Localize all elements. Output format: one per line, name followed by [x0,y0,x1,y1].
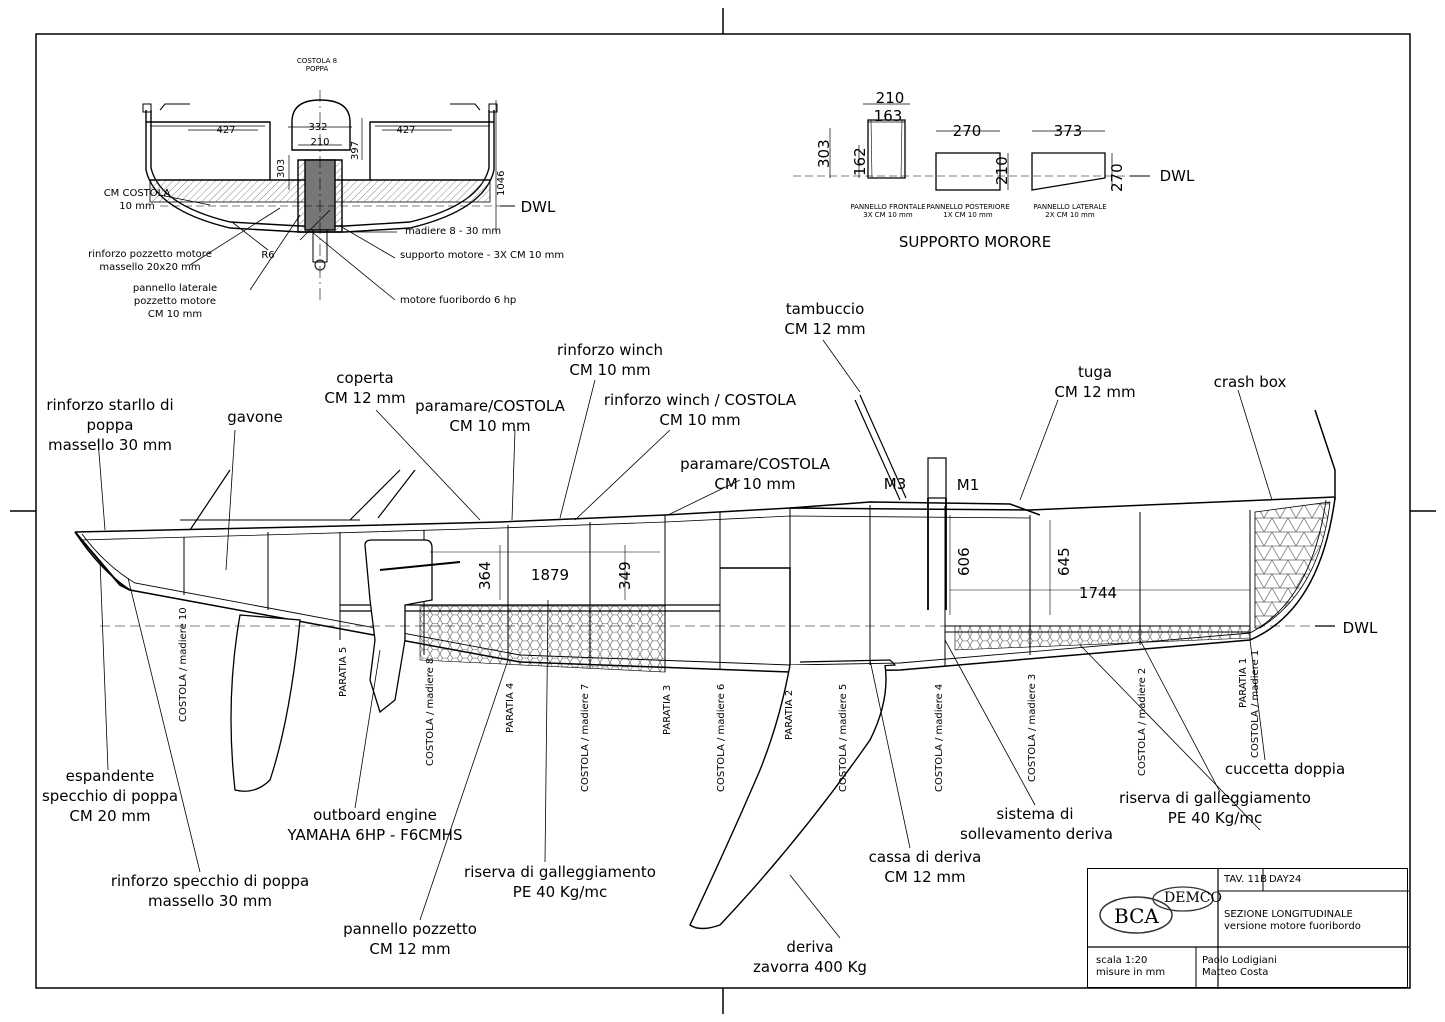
label-paramare-1: paramare/COSTOLA CM 10 mm [415,397,565,435]
main-m1: M1 [956,476,980,494]
dim-397: 397 [350,140,361,160]
main-dim-1744: 1744 [1078,584,1118,602]
station-costola-1: COSTOLA / madiere 1 [1250,649,1261,758]
label-riserva-1: riserva di galleggiamento PE 40 Kg/mc [464,863,656,901]
label-crash-box: crash box [1213,373,1287,391]
logo-demco: DEMCO [1164,890,1222,906]
project-name: DAY24 [1269,874,1302,885]
supp-dim-373: 373 [1053,122,1083,140]
drawing-title: SEZIONE LONGITUDINALE versione motore fu… [1224,909,1361,932]
station-costola-6: COSTOLA / madiere 6 [716,683,727,792]
label-outboard: outboard engine YAMAHA 6HP - F6CMHS [287,806,463,844]
title-block-grid [1088,869,1409,989]
scale-info: scala 1:20 misure in mm [1096,955,1166,978]
dim-427-right: 427 [396,125,416,136]
logo-bca: BCA [1114,904,1159,928]
title-block: DEMCO BCA TAV. 11B DAY24 SEZIONE LONGITU… [1087,868,1409,989]
label-cm-costola: CM COSTOLA 10 mm [103,188,171,212]
station-costola-10: COSTOLA / madiere 10 [178,607,189,722]
supp-dwl: DWL [1159,167,1195,185]
section-top-label: COSTOLA 8 POPPA [296,57,338,73]
main-dim-364: 364 [476,561,494,590]
label-rinforzo-specchio: rinforzo specchio di poppa massello 30 m… [110,872,310,910]
label-rinforzo-winch: rinforzo winch CM 10 mm [557,341,663,379]
label-paramare-2: paramare/COSTOLA CM 10 mm [680,455,830,493]
supp-dim-162: 162 [851,147,869,176]
supporto-motore-views [793,103,1150,191]
main-m3: M3 [883,475,907,493]
station-costola-7: COSTOLA / madiere 7 [580,683,591,792]
dim-1046: 1046 [496,170,507,196]
label-coperta: coperta CM 12 mm [324,369,406,407]
label-rinforzo-winch-costola: rinforzo winch / COSTOLA CM 10 mm [603,391,797,429]
station-costola-2: COSTOLA / madiere 2 [1137,667,1148,776]
transverse-section [142,90,515,301]
label-tuga: tuga CM 12 mm [1054,363,1136,401]
label-pannello-pozzetto: pannello pozzetto CM 12 mm [343,920,477,958]
dim-332: 332 [308,122,328,133]
label-supporto-motore: supporto motore - 3X CM 10 mm [400,250,565,261]
station-paratia-1: PARATIA 1 [1238,657,1249,708]
supp-dim-163: 163 [873,107,903,125]
dim-427-left: 427 [216,125,236,136]
label-gavone: gavone [227,408,283,426]
main-dim-645: 645 [1055,547,1073,576]
supp-panel-posteriore: PANNELLO POSTERIORE 1X CM 10 mm [926,203,1010,219]
label-riserva-2: riserva di galleggiamento PE 40 Kg/mc [1119,789,1311,827]
label-cassa-deriva: cassa di deriva CM 12 mm [868,848,982,886]
sheet-frame [10,8,1436,1014]
supp-dim-303: 303 [815,139,833,168]
main-dwl: DWL [1342,619,1378,637]
dim-210: 210 [310,137,330,148]
label-deriva: deriva zavorra 400 Kg [753,938,867,976]
station-paratia-2: PARATIA 2 [784,689,795,740]
main-dim-349: 349 [616,561,634,590]
label-rinforzo-starllo: rinforzo starllo di poppa massello 30 mm [46,396,174,454]
station-paratia-4: PARATIA 4 [505,682,516,733]
supporto-title: SUPPORTO MORORE [898,233,1052,251]
supp-dim-210: 210 [875,89,905,107]
supp-dim-210b: 210 [993,156,1011,185]
main-dim-1879: 1879 [530,566,570,584]
section-dwl: DWL [520,198,556,216]
label-motore-fuoribordo: motore fuoribordo 6 hp [400,295,517,306]
label-pannello-laterale: pannello laterale pozzetto motore CM 10 … [132,283,218,320]
label-madiere: madiere 8 - 30 mm [405,226,502,237]
label-tambuccio: tambuccio CM 12 mm [784,300,866,338]
label-espandente: espandente specchio di poppa CM 20 mm [41,767,179,825]
station-costola-8: COSTOLA / madiere 8 [425,657,436,766]
supp-dim-270b: 270 [1108,163,1126,192]
station-costola-4: COSTOLA / madiere 4 [934,683,945,792]
supp-panel-laterale: PANNELLO LATERALE 2X CM 10 mm [1033,203,1107,219]
label-cuccetta: cuccetta doppia [1224,760,1346,778]
station-paratia-3: PARATIA 3 [662,684,673,735]
label-sistema: sistema di sollevamento deriva [960,805,1113,843]
station-costola-5: COSTOLA / madiere 5 [838,683,849,792]
dim-303: 303 [276,158,287,178]
station-costola-3: COSTOLA / madiere 3 [1027,673,1038,782]
supp-panel-frontale: PANNELLO FRONTALE 3X CM 10 mm [850,203,926,219]
longitudinal-section [74,339,1336,939]
main-dim-606: 606 [955,547,973,576]
radius-r6: R6 [261,250,275,261]
authors: Paolo Lodigiani Matteo Costa [1202,955,1277,978]
supp-dim-270a: 270 [952,122,982,140]
station-paratia-5: PARATIA 5 [338,646,349,697]
label-rinforzo-pozzetto: rinforzo pozzetto motore massello 20x20 … [88,249,212,273]
tav-number: TAV. 11B [1224,874,1268,885]
